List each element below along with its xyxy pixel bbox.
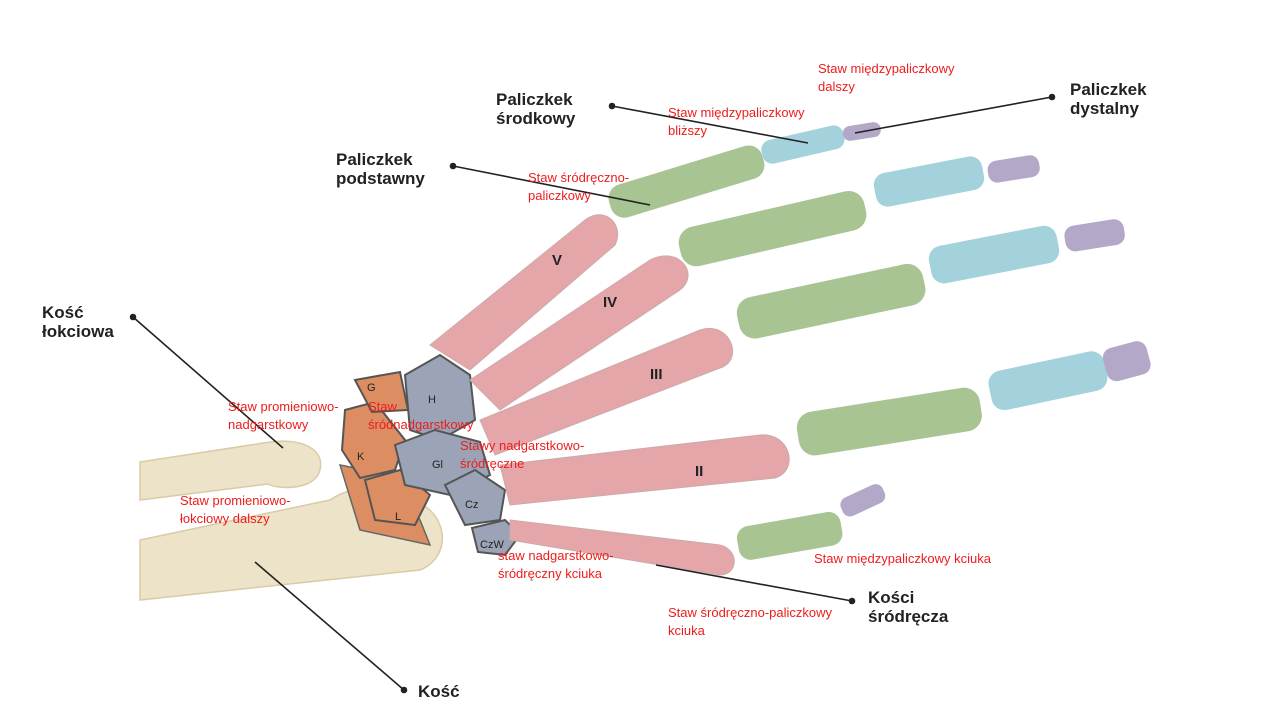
numeral-ii: II	[695, 463, 703, 480]
proximal-phalanx-i	[736, 511, 843, 560]
label-proximal-phalanx: Paliczkek podstawny	[336, 150, 425, 188]
joint-label-midcarpal: Staw śródnadgarstkowy	[368, 399, 474, 432]
trapezium-bone	[470, 518, 522, 557]
label-radius: Kość	[418, 682, 460, 701]
label-middle-phalanx: Paliczkek środkowy	[496, 90, 576, 128]
metacarpal-bones	[429, 214, 790, 576]
middle-phalanx-ii	[988, 351, 1108, 411]
leader-line-radius	[254, 561, 405, 691]
distal-phalanx-ii	[1102, 341, 1151, 382]
leader-line-ulna	[132, 316, 284, 449]
proximal-phalanx-ii	[796, 387, 982, 456]
leader-line-proximal-phalanx	[452, 165, 651, 206]
joint-label-thumb-cmc: staw nadgarstkowo- śródręczny kciuka	[498, 548, 614, 581]
metacarpal-v	[429, 214, 619, 371]
proximal-phalanges	[608, 145, 982, 560]
carpal-letter-l: L	[395, 511, 401, 523]
distal-phalanx-i	[840, 484, 886, 517]
carpal-letter-k: K	[357, 451, 365, 463]
distal-phalanx-iv	[987, 155, 1040, 183]
ulna-bone	[139, 440, 322, 501]
proximal-phalanx-iii	[736, 263, 926, 339]
carpal-letter-gl: Gl	[432, 459, 443, 471]
joint-label-pip: Staw międzypaliczkowy bliższy	[668, 105, 805, 138]
joint-label-dip: Staw międzypaliczkowy dalszy	[818, 61, 955, 94]
proximal-phalanx-iv	[678, 190, 867, 267]
leader-lines	[129, 93, 1056, 694]
middle-phalanx-v	[761, 125, 845, 164]
bone-labels: V IV III II G H K Gl Cz L CzW	[357, 252, 703, 551]
middle-phalanx-iii	[928, 225, 1060, 284]
joint-label-thumb-ip: Staw międzypaliczkowy kciuka	[814, 551, 992, 566]
metacarpal-iii	[479, 327, 734, 456]
label-metacarpals: Kości śródręcza	[868, 588, 949, 626]
leader-line-metacarpals	[655, 564, 853, 602]
joint-label-thumb-mcp: Staw śródręczno-paliczkowy kciuka	[668, 605, 833, 638]
middle-phalanx-iv	[873, 156, 985, 207]
joint-label-druj: Staw promieniowo- łokciowy dalszy	[180, 493, 291, 526]
proximal-phalanx-v	[608, 145, 765, 218]
carpal-letter-g: G	[367, 382, 376, 394]
metacarpal-iv	[469, 255, 689, 411]
leader-line-middle-phalanx	[611, 105, 809, 144]
trapezoid-bone	[443, 468, 507, 527]
numeral-iii: III	[650, 366, 663, 383]
hamate-bone	[403, 353, 477, 442]
carpal-letter-czw: CzW	[480, 539, 504, 551]
carpal-letter-h: H	[428, 394, 436, 406]
distal-phalanx-iii	[1064, 219, 1125, 252]
joint-label-mcp: Staw śródręczno- paliczkowy	[528, 170, 630, 203]
label-ulna: Kość łokciowa	[42, 303, 114, 341]
joint-label-radiocarpal: Staw promieniowo- nadgarstkowy	[228, 399, 339, 432]
leader-line-distal-phalanx	[854, 96, 1053, 134]
carpal-bones	[338, 353, 522, 557]
middle-phalanges	[761, 125, 1108, 411]
numeral-v: V	[552, 252, 562, 269]
joint-label-carpometacarpal: Stawy nadgarstkowo- śródręczne	[460, 438, 585, 471]
label-distal-phalanx: Paliczkek dystalny	[1070, 80, 1147, 118]
metacarpal-i	[509, 519, 735, 576]
metacarpal-ii	[499, 434, 790, 506]
numeral-iv: IV	[603, 294, 617, 311]
carpal-letter-cz: Cz	[465, 499, 478, 511]
